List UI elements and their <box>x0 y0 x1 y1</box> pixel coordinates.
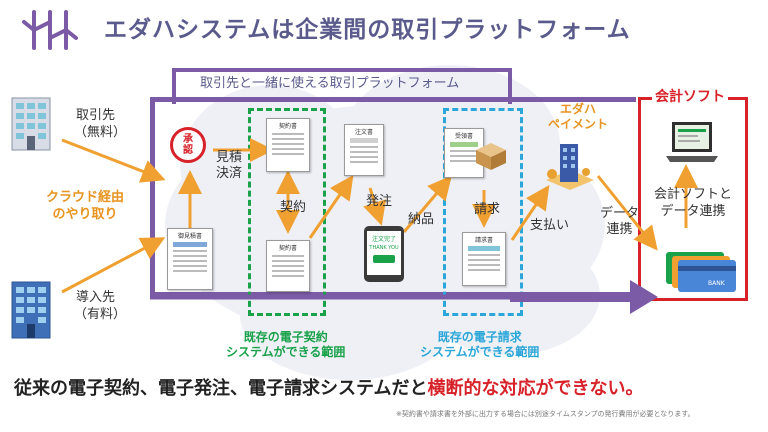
adopter-name: 導入先 <box>76 290 116 305</box>
partner-name: 取引先 <box>76 108 116 123</box>
laptop-icon <box>666 122 718 162</box>
e-contract-scope <box>248 108 326 316</box>
footnote: ※契約書や請求書を外部に出力する場合には別途タイムスタンプの発行費用が必要となり… <box>396 410 695 418</box>
bottom-message: 従来の電子契約、電子発注、電子請求システムだと横断的な対応ができない。 <box>14 374 643 400</box>
document-icon: 御見積書 <box>167 228 213 290</box>
bottom-message-emphasis: 横断的な対応ができない。 <box>427 378 644 399</box>
data-link-label: データ 連携 <box>600 206 640 237</box>
order-form-title: 注文書 <box>354 129 373 136</box>
office-building-icon <box>11 97 51 151</box>
e-invoice-scope <box>443 108 523 316</box>
stamp-icon: 承 認 <box>170 127 206 163</box>
smartphone-icon: 注文完了 THANK YOU <box>364 226 404 282</box>
confirm-bar <box>373 255 395 263</box>
order-label: 発注 <box>366 194 393 209</box>
bank-label: BANK <box>708 280 725 287</box>
package-icon <box>476 143 506 170</box>
contract-label: 契約 <box>280 200 307 215</box>
accounting-link-label: 会計ソフトと データ連携 <box>654 187 733 219</box>
order-complete-text: 注文完了 <box>371 236 396 243</box>
document-icon: 請求書 <box>462 232 506 286</box>
page-title: エダハシステムは企業間の取引プラットフォーム <box>104 17 631 43</box>
invoice-doc-title: 請求書 <box>474 237 493 244</box>
thank-you-text: THANK YOU <box>369 245 399 251</box>
smartphone-screen: 注文完了 THANK YOU <box>367 231 401 275</box>
receipt-title: 受領書 <box>454 133 473 140</box>
office-building-icon <box>11 281 51 339</box>
quote-doc-title: 御見積書 <box>177 233 202 240</box>
e-contract-note: 既存の電子契約 システムができる範囲 <box>226 330 346 359</box>
contract-bottom-title: 契約書 <box>278 245 297 252</box>
adopter-fee: （有料） <box>74 307 127 322</box>
bottom-message-normal: 従来の電子契約、電子発注、電子請求システムだと <box>14 378 428 399</box>
delivery-label: 納品 <box>408 212 435 227</box>
partner-fee: （無料） <box>74 125 127 140</box>
payment-label: 支払い <box>530 218 570 233</box>
platform-frame-top <box>172 68 512 104</box>
document-icon: 契約書 <box>266 118 310 172</box>
bank-tower-icon <box>546 144 594 190</box>
logo-icon <box>22 10 78 50</box>
document-icon: 注文書 <box>344 124 384 176</box>
e-invoice-note: 既存の電子請求 システムができる範囲 <box>420 330 540 359</box>
document-icon: 契約書 <box>266 240 310 292</box>
bank-card-icon <box>666 252 736 292</box>
platform-label: 取引先と一緒に使える取引プラットフォーム <box>200 76 460 91</box>
invoice-label: 請求 <box>474 202 501 217</box>
cloud-exchange-label: クラウド経由 のやり取り <box>46 190 125 222</box>
edaha-payment-label: エダハ ペイメント <box>548 102 609 131</box>
accounting-title: 会計ソフト <box>652 86 728 106</box>
estimate-settle-label: 見積 決済 <box>216 150 243 181</box>
contract-top-title: 契約書 <box>278 123 297 130</box>
